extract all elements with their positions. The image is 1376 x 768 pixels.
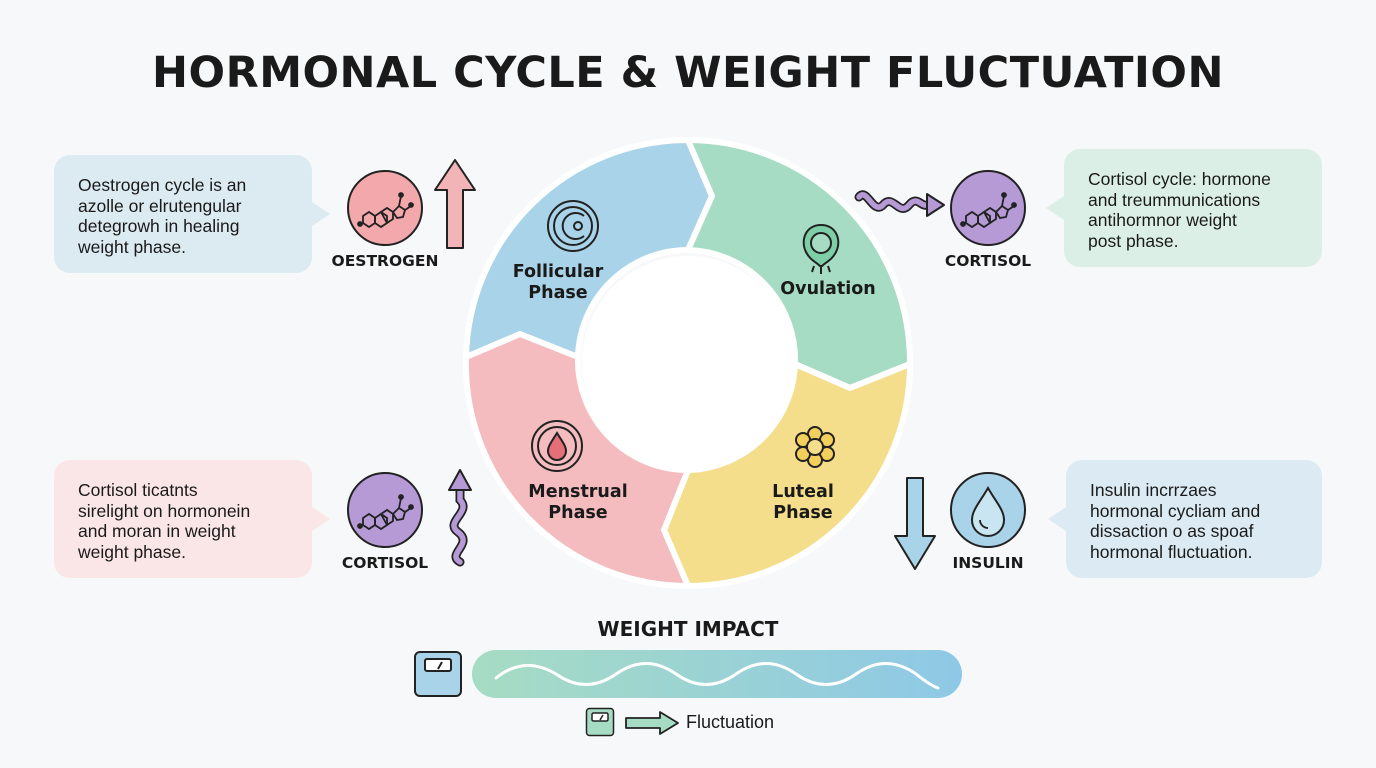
phase-label-line: Menstrual (528, 482, 628, 502)
cortisol-label-bottom: CORTISOL (341, 554, 429, 572)
luteal-segment (661, 361, 913, 589)
bubble-line: Insulin incrrzaes (1090, 480, 1217, 500)
wavy-arrow-up-icon (448, 469, 472, 567)
follicle-icon (547, 200, 599, 252)
insulin-drop-icon (950, 472, 1026, 548)
insulin-info-bubble: Insulin incrrzaes hormonal cycliam and d… (1048, 460, 1322, 578)
cortisol-info-bubble-top: Cortisol cycle: hormone and treummunicat… (1046, 149, 1322, 267)
ovulation-segment (685, 137, 914, 391)
insulin-label: INSULIN (952, 554, 1024, 572)
wavy-arrow-right-icon (854, 190, 945, 217)
phase-label-line: Ovulation (780, 279, 876, 299)
bubble-line: detegrowh in healing (78, 216, 240, 236)
bubble-line: weight phase. (78, 541, 186, 562)
phase-label-line: Phase (528, 283, 588, 303)
oestrogen-molecule-icon (347, 170, 423, 246)
bubble-line: sirelight on hormonein (78, 500, 251, 521)
fluctuation-wave (494, 662, 940, 690)
cortisol-label-top: CORTISOL (944, 252, 1032, 270)
bubble-line: and treummunications (1088, 189, 1261, 210)
phase-label-line: Phase (548, 503, 608, 523)
oestrogen-info-bubble: Oestrogen cycle is an azolle or elruteng… (54, 155, 330, 273)
phase-label-line: Luteal (772, 482, 834, 502)
bubble-line: azolle or elrutengular (78, 195, 242, 216)
cortisol-molecule-icon-bottom (347, 472, 423, 548)
legend-arrow-icon (625, 711, 679, 735)
luteal-phase-label: Luteal Phase (738, 482, 868, 524)
phase-label-line: Follicular (512, 262, 604, 282)
follicular-phase-label: Follicular Phase (493, 262, 623, 304)
bubble-line: weight phase. (78, 236, 186, 257)
phase-label-line: Phase (773, 503, 833, 523)
follicular-segment (463, 137, 715, 360)
legend-scale-icon (585, 707, 615, 737)
scale-icon (414, 651, 462, 697)
oestrogen-label: OESTROGEN (331, 252, 439, 270)
bubble-line: and moran in weight (78, 521, 236, 541)
weight-fluctuation-bar (472, 650, 962, 698)
up-arrow-icon (434, 159, 476, 249)
fluctuation-legend-label: Fluctuation (686, 712, 775, 732)
bubble-line: Oestrogen cycle is an (78, 175, 247, 195)
cortisol-info-bubble-bottom: Cortisol ticatnts sirelight on hormonein… (54, 460, 330, 578)
ovulation-phase-label: Ovulation (763, 279, 893, 300)
bubble-line: antihormnor weight (1088, 210, 1237, 230)
weight-impact-title: WEIGHT IMPACT (597, 617, 779, 641)
down-arrow-icon (894, 477, 936, 570)
bubble-line: hormonal cycliam and (1090, 500, 1261, 521)
bubble-line: Cortisol cycle: hormone (1088, 169, 1271, 189)
bubble-line: hormonal fluctuation. (1090, 541, 1253, 562)
cortisol-molecule-icon-top (950, 170, 1026, 246)
blood-drop-icon (531, 420, 583, 472)
egg-follicle-icon (802, 223, 840, 274)
bubble-line: post phase. (1088, 230, 1179, 251)
bubble-line: Cortisol ticatnts (78, 480, 198, 500)
page-title: HORMONAL CYCLE & WEIGHT FLUCTUATION (152, 48, 1224, 98)
menstrual-phase-label: Menstrual Phase (513, 482, 643, 524)
bubble-line: dissaction o as spoaf (1090, 521, 1254, 541)
flower-icon (795, 426, 835, 468)
